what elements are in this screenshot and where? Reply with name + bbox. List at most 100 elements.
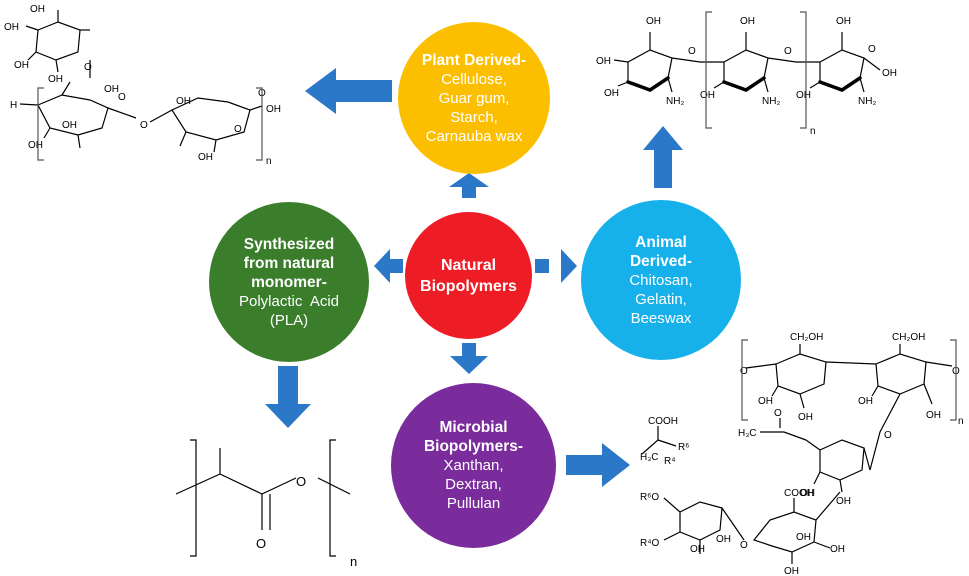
guar-n: n [266,156,272,167]
xanthan-r6: R⁶ [678,442,689,453]
xanthan-oh-8: OH [716,534,731,545]
synth-item: (PLA) [269,311,309,329]
plant-derived-node: Plant Derived- Cellulose, Guar gum, Star… [398,22,550,174]
guar-oh-10: OH [198,152,213,163]
guar-h: H [10,100,17,111]
chitosan-n: n [810,126,816,137]
xanthan-o-1: O [740,366,748,377]
chitosan-nh2-1: NH₂ [666,96,684,107]
synth-heading-line: from natural [243,254,335,272]
arrow-center-to-synth [374,249,403,283]
micro-item: Xanthan, [443,457,504,474]
xanthan-cooh-2: COOH [784,488,814,499]
xanthan-h3c-pyr: H₃C [640,452,659,463]
chitosan-oh-6: OH [836,16,851,27]
xanthan-oh-9: OH [784,566,799,576]
animal-item: Gelatin, [635,290,687,308]
plant-item: Starch, [450,108,498,126]
xanthan-o-acetyl: O [774,408,782,419]
xanthan-r6o: R⁶O [640,492,659,503]
svg-text:O: O [688,46,696,57]
guar-oh-4: OH [48,74,63,85]
svg-text:O: O [868,44,876,55]
xanthan-ch2oh-1: CH₂OH [790,332,823,343]
micro-heading-line: Microbial [439,419,508,436]
xanthan-oh-11: OH [796,532,811,543]
pla-structure: O O n [175,439,357,569]
micro-heading-line: Biopolymers- [423,438,524,455]
synth-heading-line: monomer- [251,273,327,291]
arrow-animal-to-chitosan [643,126,683,188]
microbial-node: Microbial Biopolymers- Xanthan, Dextran,… [391,383,556,548]
xanthan-r4o: R⁴O [640,538,660,549]
chitosan-nh2-3: NH₂ [858,96,876,107]
chitosan-oh-3: OH [604,88,619,99]
xanthan-o-4: O [740,540,748,551]
xanthan-oh-3: OH [858,396,873,407]
arrow-synth-to-pla [265,366,311,428]
xanthan-oh-2: OH [798,412,813,423]
svg-text:O: O [118,92,126,103]
animal-derived-node: Animal Derived- Chitosan, Gelatin, Beesw… [581,200,741,360]
xanthan-r4: R⁴ [664,456,676,467]
guar-oh-2: OH [4,22,19,33]
plant-item: Cellulose, [441,70,507,88]
xanthan-o-3: O [884,430,892,441]
xanthan-n: n [958,416,964,427]
arrow-micro-to-xanthan [566,443,630,487]
chitosan-oh-8: OH [882,68,897,79]
xanthan-h3c: H₃C [738,428,757,439]
guar-oh-7: OH [28,140,43,151]
arrow-center-to-plant [449,173,489,198]
xanthan-ch2oh-2: CH₂OH [892,332,925,343]
guar-oh-6: OH [62,120,77,131]
guar-oh-3: OH [14,60,29,71]
natural-biopolymers-node: Natural Biopolymers [405,212,532,339]
xanthan-oh-7: OH [690,544,705,555]
svg-text:O: O [140,120,148,131]
micro-item: Dextran, [445,476,502,493]
animal-heading-line: Animal [635,233,687,251]
xanthan-cooh-1: COOH [648,416,678,427]
micro-item: Pullulan [446,495,501,512]
chitosan-structure: OH OH OH NH₂ O OH OH NH₂ O OH OH NH₂ OH … [596,11,897,137]
synth-heading-line: Synthesized [243,235,335,253]
arrow-plant-to-guar [305,68,392,114]
xanthan-oh-6: OH [836,496,851,507]
animal-heading-line: Derived- [629,252,693,270]
center-title-line: Biopolymers [420,277,517,295]
plant-item: Guar gum, [438,89,510,107]
xanthan-structure: CH₂OH OH OH O CH₂OH OH OH O n O H₃C O OH… [640,332,964,576]
chitosan-oh-7: OH [796,90,811,101]
chitosan-nh2-2: NH₂ [762,96,780,107]
guar-oh-8: OH [176,96,191,107]
animal-item: Beeswax [630,309,692,327]
chitosan-oh-2: OH [596,56,611,67]
chitosan-oh-1: OH [646,16,661,27]
xanthan-oh-5: OH [800,488,815,499]
pla-n: n [350,554,357,569]
svg-text:O: O [784,46,792,57]
svg-text:O: O [84,62,92,73]
center-title-line: Natural [440,256,497,274]
plant-derived-heading: Plant Derived- [421,51,527,69]
svg-text:O: O [234,124,242,135]
chitosan-oh-4: OH [740,16,755,27]
arrow-center-to-micro [450,343,488,374]
plant-item: Carnauba wax [425,127,523,145]
animal-item: Chitosan, [629,271,693,289]
chitosan-oh-5: OH [700,90,715,101]
pla-o-carbonyl: O [256,536,266,551]
xanthan-oh-1: OH [758,396,773,407]
synthesized-node: Synthesized from natural monomer- Polyla… [209,202,369,362]
arrow-center-to-animal [535,249,577,283]
xanthan-oh-10: OH [830,544,845,555]
guar-oh-5: OH [104,84,119,95]
guar-gum-structure: OH OH OH OH O H OH OH OH O O OH O OH OH … [4,4,281,167]
pla-o-ether: O [296,474,306,489]
xanthan-oh-4: OH [926,410,941,421]
guar-oh-1: OH [30,4,45,15]
guar-oh-9: OH [266,104,281,115]
synth-item: Polylactic Acid [238,292,340,310]
